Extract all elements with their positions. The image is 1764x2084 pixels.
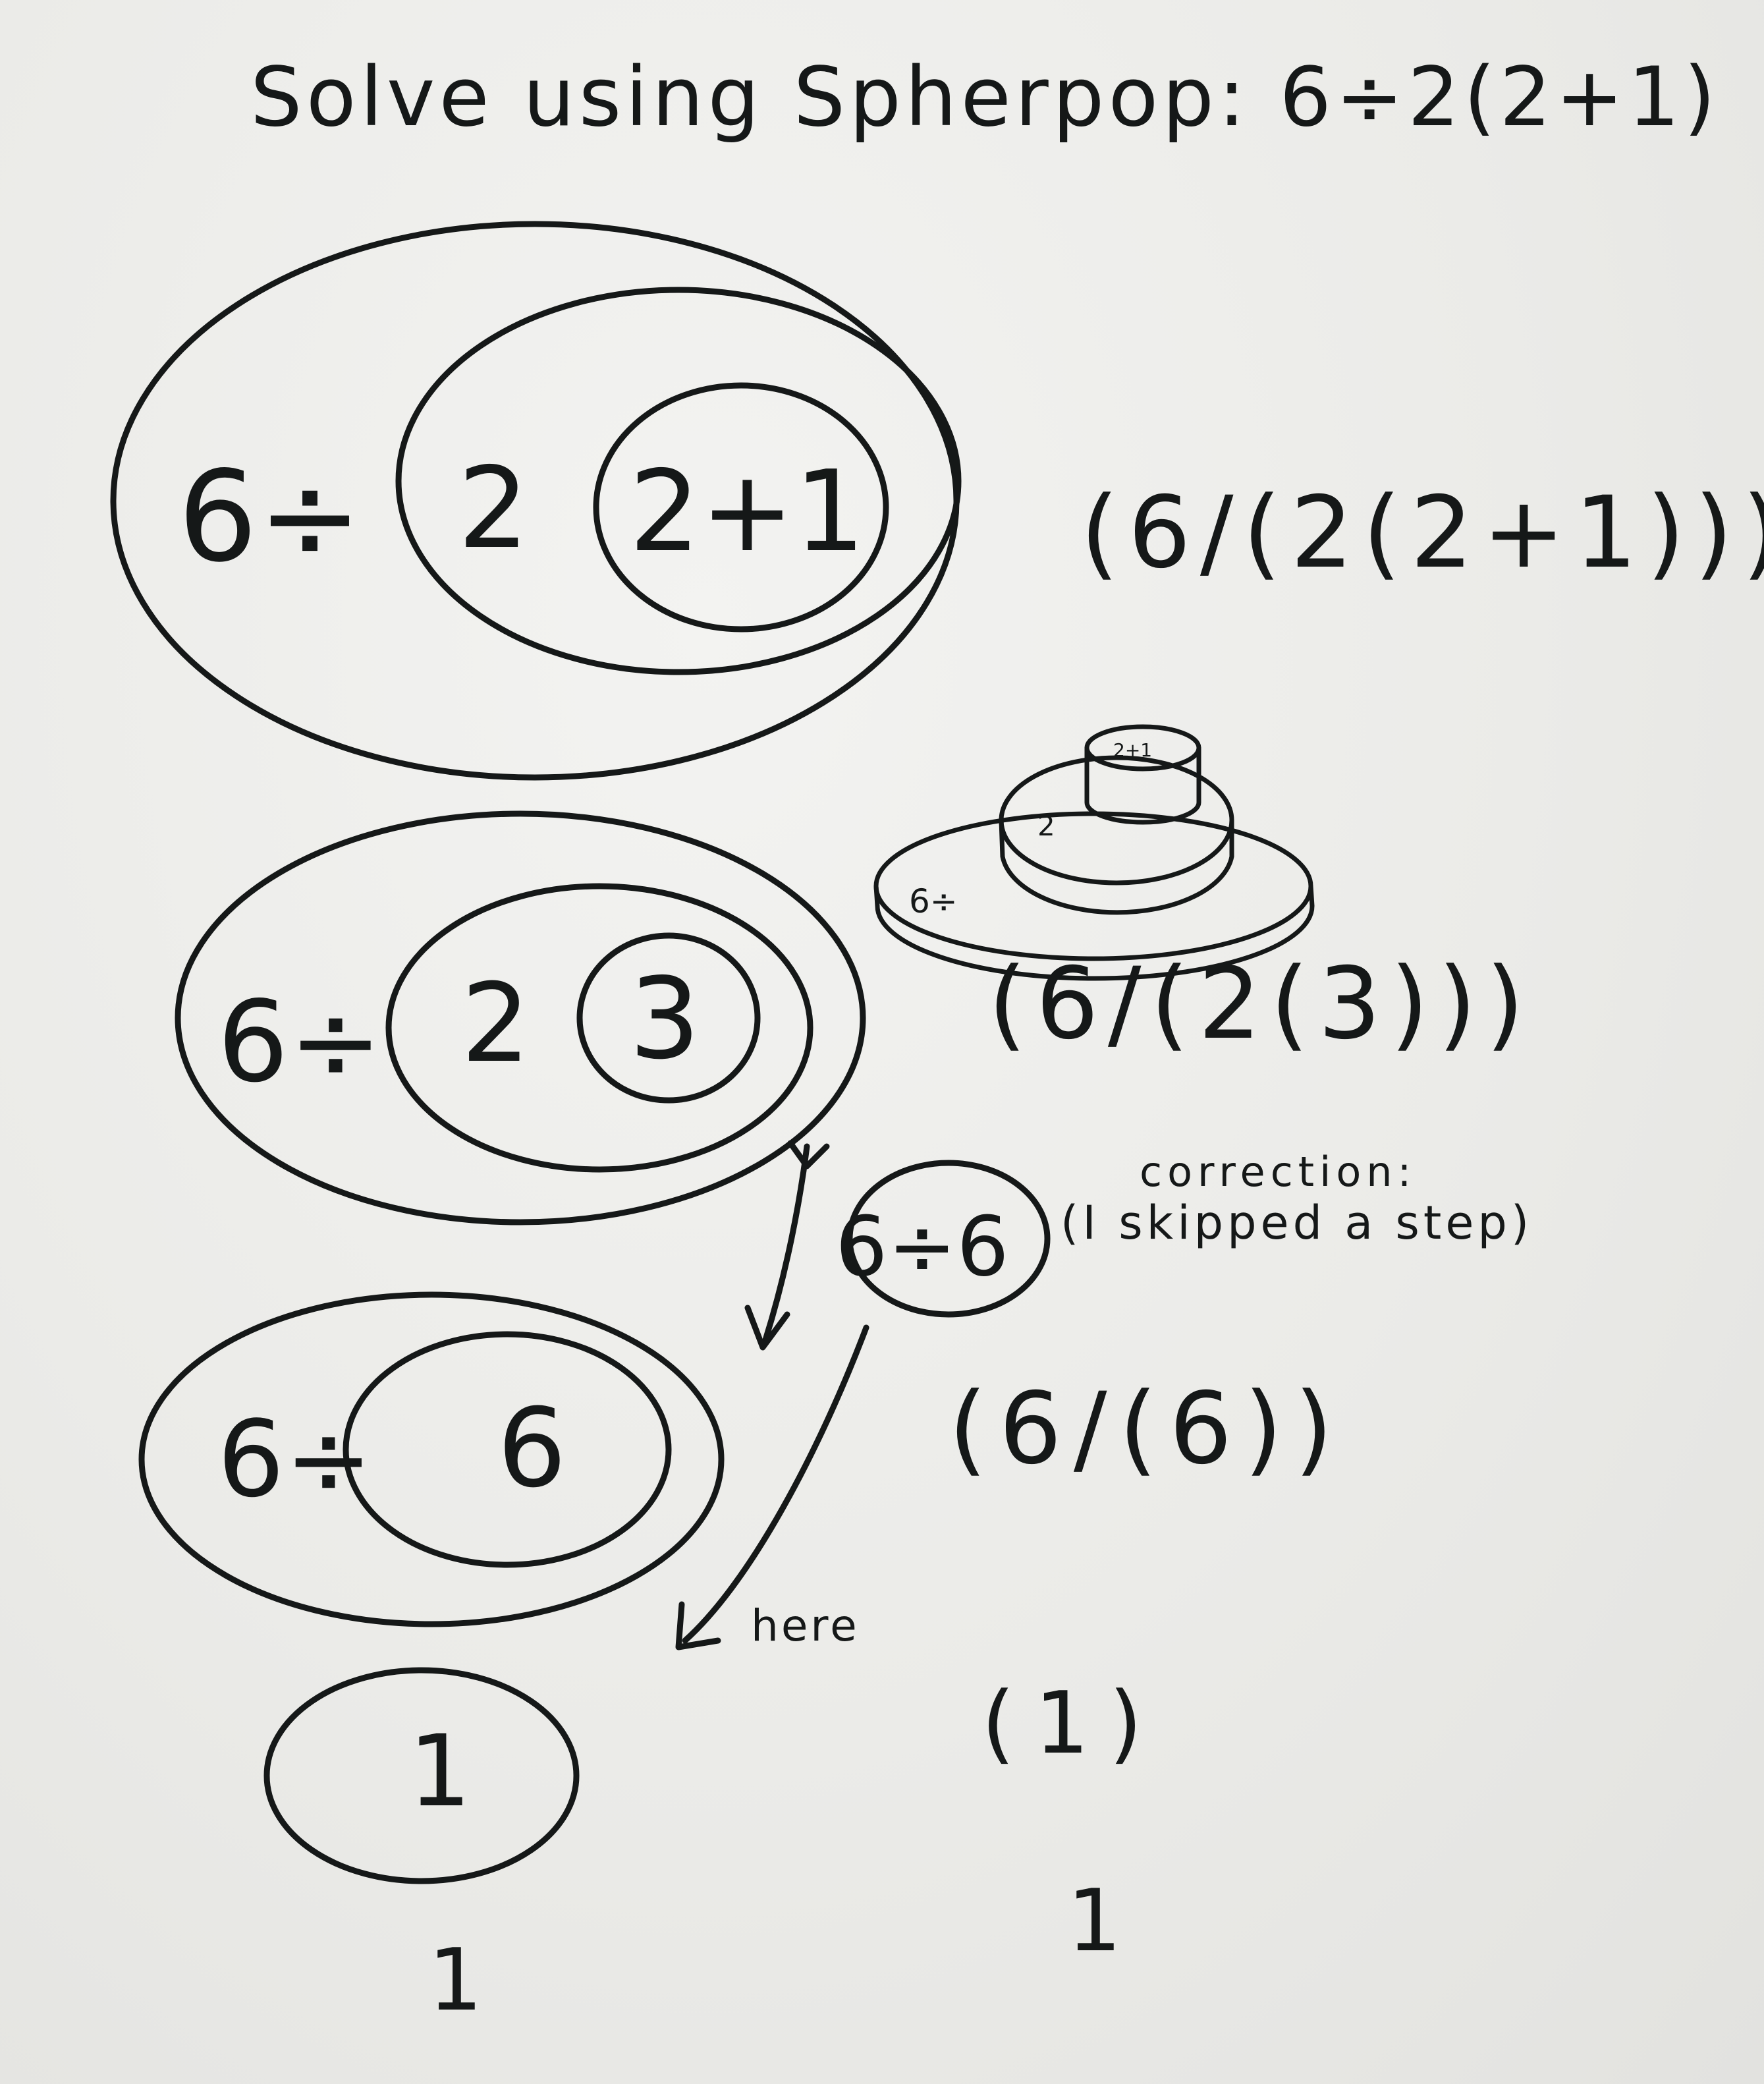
- step-3-inner-label: 6: [497, 1385, 566, 1511]
- stack-middle-edge: [999, 818, 1234, 915]
- step-3-notation: (6/(6)): [949, 1372, 1345, 1486]
- step-1-notation: (6/(2(2+1))): [1080, 476, 1764, 590]
- step-2-inner-bubble: [576, 932, 761, 1104]
- correction-bubble-label: 6÷6: [835, 1199, 1009, 1295]
- step-2-inner-label: 3: [629, 954, 700, 1084]
- step-1-middle-bubble: [395, 287, 962, 675]
- page-title: Solve using Spherpop: 6÷2(2+1): [250, 50, 1719, 145]
- step-2-middle-label: 2: [461, 960, 530, 1086]
- correction: 6÷6 correction: (I skipped a step) here: [675, 1140, 1533, 1651]
- correction-bubble: [846, 1160, 1051, 1318]
- step-3-inner-bubble: [343, 1331, 672, 1568]
- step-3-outer-bubble: [138, 1291, 725, 1627]
- step-1-middle-label: 2: [458, 443, 529, 574]
- step-2-outer-label: 6÷: [217, 977, 383, 1108]
- step-2-middle-bubble: [385, 883, 813, 1173]
- correction-arrow-label: here: [751, 1600, 860, 1651]
- step-4-notation: (1): [981, 1673, 1162, 1773]
- stack-base-label: 6÷: [909, 882, 958, 920]
- step-4: 1 (1): [263, 1667, 1162, 1884]
- skip-arrow-head: [744, 1305, 790, 1351]
- step-1-inner-label: 2+1: [629, 447, 866, 577]
- step-2-outer-bubble: [175, 810, 866, 1225]
- skip-arrow-tick: [787, 1140, 830, 1169]
- correction-note: (I skipped a step): [1061, 1196, 1533, 1250]
- step-4-bubble: [263, 1667, 580, 1884]
- skip-arrow-line: [761, 1143, 810, 1347]
- correction-arrow-head: [675, 1601, 721, 1650]
- step-2: 6÷ 2 3 (6/(2(3))): [175, 810, 1533, 1225]
- step-1-inner-bubble: [593, 382, 889, 633]
- stack-middle-label: 2: [1037, 810, 1055, 842]
- stack-top-label: 2+1: [1113, 739, 1152, 761]
- final-right-result: 1: [1067, 1871, 1122, 1971]
- step-1: 6÷ 2 2+1 (6/(2(2+1))): [110, 221, 1764, 781]
- step-3: 6÷ 6 (6/(6)): [138, 1291, 1345, 1627]
- step-4-label: 1: [408, 1714, 471, 1829]
- stack-base-edge: [873, 884, 1315, 981]
- correction-heading: correction:: [1140, 1148, 1416, 1196]
- stack-sketch: 6÷ 2 2+1: [873, 724, 1315, 981]
- correction-arrow-line: [682, 1324, 869, 1644]
- stack-top-edge: [1084, 745, 1201, 825]
- final-left-result: 1: [428, 1930, 483, 2030]
- step-3-outer-label: 6÷: [217, 1397, 373, 1521]
- step-2-notation: (6/(2(3))): [988, 947, 1533, 1061]
- step-1-outer-label: 6÷: [178, 444, 362, 590]
